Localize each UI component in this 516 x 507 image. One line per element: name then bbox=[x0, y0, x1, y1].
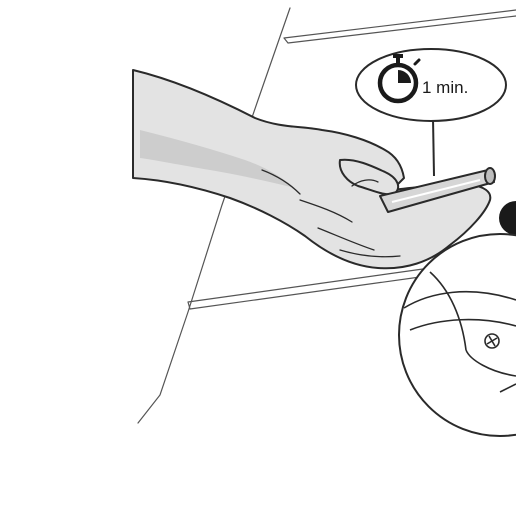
screw-icon bbox=[485, 334, 499, 348]
step-marker-dot bbox=[499, 201, 516, 235]
callout-pointer bbox=[433, 118, 434, 176]
lower-shelf-rail bbox=[188, 268, 430, 309]
upper-shelf-rail bbox=[284, 10, 516, 43]
cylinder-end bbox=[485, 168, 495, 184]
door-edge-line bbox=[138, 8, 290, 423]
timer-duration-label: 1 min. bbox=[422, 78, 468, 97]
